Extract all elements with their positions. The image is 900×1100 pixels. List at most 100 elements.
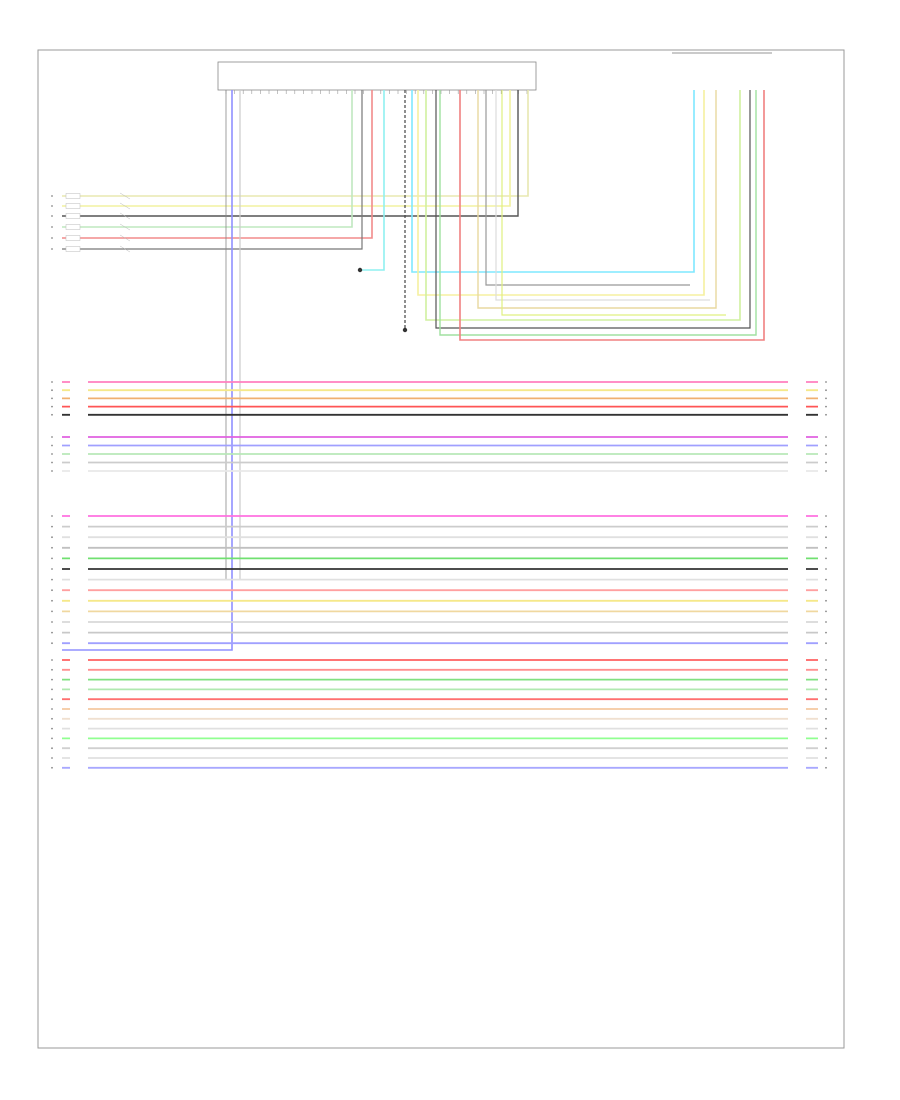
harness-break-mark [119, 212, 131, 220]
bus-wire-tag-right [788, 726, 806, 731]
bus-pin-marker-right [825, 461, 827, 464]
bus-wire-tag-right [788, 619, 806, 625]
bus-pin-marker-left [51, 642, 53, 645]
bus-pin-marker-right [825, 610, 827, 613]
bus-wire-tag-left [70, 726, 88, 731]
bus-pin-marker-left [51, 536, 53, 539]
bus-pin-marker-right [825, 737, 827, 740]
harness-break-mark [119, 192, 131, 200]
harness-break-mark [119, 245, 131, 253]
bus-wire-tag-left [70, 451, 88, 457]
bus-pin-marker-right [825, 757, 827, 759]
bus-pin-marker-left [51, 461, 53, 464]
bus-wire-tag-right [788, 706, 806, 712]
bus-pin-marker-right [825, 727, 827, 730]
bus-wire-tag-left [70, 706, 88, 712]
bus-wire-tag-left [70, 745, 88, 751]
harness-pin-marker [51, 248, 53, 250]
bus-pin-marker-right [825, 470, 827, 472]
bus-wire-tag-right [788, 396, 806, 401]
bus-wire-tag-left [70, 657, 88, 663]
bus-wire-tag-right [788, 404, 806, 409]
bus-pin-marker-right [825, 659, 827, 661]
bus-pin-marker-right [825, 389, 827, 392]
bus-wire-tag-left [70, 566, 88, 572]
bus-pin-marker-left [51, 578, 53, 581]
bus-pin-marker-left [51, 727, 53, 730]
bus-wire-tag-right [788, 566, 806, 572]
bus-wire-tag-right [788, 387, 806, 393]
ground-splice [402, 327, 408, 333]
bus-wire-tag-right [788, 736, 806, 741]
bus-pin-marker-right [825, 436, 827, 438]
bus-wire-tag-left [70, 755, 88, 761]
bus-pin-marker-left [51, 747, 53, 750]
bus-pin-marker-left [51, 397, 53, 400]
bus-pin-marker-left [51, 515, 53, 517]
wire-gray-right [485, 90, 690, 286]
bus-pin-marker-left [51, 444, 53, 447]
bus-pin-marker-right [825, 413, 827, 416]
bus-wire-tag-right [788, 545, 806, 551]
bus-pin-marker-right [825, 546, 827, 549]
bus-wire-tag-left [70, 609, 88, 614]
bus-pin-marker-left [51, 659, 53, 661]
bus-pin-marker-right [825, 515, 827, 517]
bus-wire-tag-left [70, 577, 88, 582]
bus-pin-marker-right [825, 747, 827, 750]
bus-wire-tag-left [70, 396, 88, 401]
bus-wire-tag-left [70, 513, 88, 519]
bus-wire-tag-left [70, 667, 88, 673]
bus-pin-marker-left [51, 405, 53, 408]
harness-break-mark [119, 223, 131, 231]
wire-lime-right [501, 90, 726, 316]
bus-pin-marker-right [825, 717, 827, 720]
bus-pin-marker-left [51, 589, 53, 592]
bus-pin-marker-left [51, 688, 53, 691]
bus-pin-marker-left [51, 717, 53, 720]
bus-wire-tag-left [70, 716, 88, 722]
bus-wire-tag-right [788, 687, 806, 692]
bus-wire-tag-right [788, 434, 806, 440]
harness-wire-tag [65, 193, 81, 199]
bus-wire-tag-right [788, 716, 806, 722]
bus-pin-marker-right [825, 557, 827, 560]
bus-wire-tag-left [70, 598, 88, 604]
harness-break-mark [119, 202, 131, 210]
wire-cyan [362, 90, 385, 271]
bus-pin-marker-right [825, 589, 827, 592]
bus-wire-tag-left [70, 640, 88, 646]
harness-wire-tag [65, 224, 81, 230]
bus-wire-tag-left [70, 736, 88, 741]
bus-pin-marker-right [825, 536, 827, 539]
bus-pin-marker-left [51, 525, 53, 528]
bus-wire-tag-right [788, 630, 806, 635]
bus-pin-marker-left [51, 631, 53, 634]
harness-pin-marker [51, 195, 53, 197]
bus-pin-marker-right [825, 568, 827, 570]
bus-pin-marker-right [825, 381, 827, 383]
harness-wire-tag [65, 213, 81, 219]
bus-wire-groups [51, 379, 827, 771]
wire-cyan-right [411, 90, 695, 273]
bus-wire-tag-left [70, 696, 88, 702]
bus-wire-tag-right [788, 587, 806, 593]
bus-pin-marker-left [51, 453, 53, 455]
bus-pin-marker-right [825, 688, 827, 691]
top-connector-body [217, 61, 537, 91]
splice-dot [357, 267, 363, 273]
bus-wire-tag-right [788, 412, 806, 418]
bus-wire-tag-left [70, 379, 88, 385]
bus-pin-marker-right [825, 766, 827, 769]
wire-harness-1 [62, 90, 529, 197]
harness-break-mark [119, 234, 131, 242]
bus-wire-tag-right [788, 598, 806, 604]
diagram-frame [37, 49, 845, 1049]
bus-pin-marker-left [51, 413, 53, 416]
bus-pin-marker-left [51, 766, 53, 769]
bus-wire-tag-left [70, 619, 88, 625]
wire-white-right [495, 90, 710, 301]
bus-pin-marker-right [825, 397, 827, 400]
bus-pin-marker-left [51, 668, 53, 671]
bus-pin-marker-left [51, 568, 53, 570]
